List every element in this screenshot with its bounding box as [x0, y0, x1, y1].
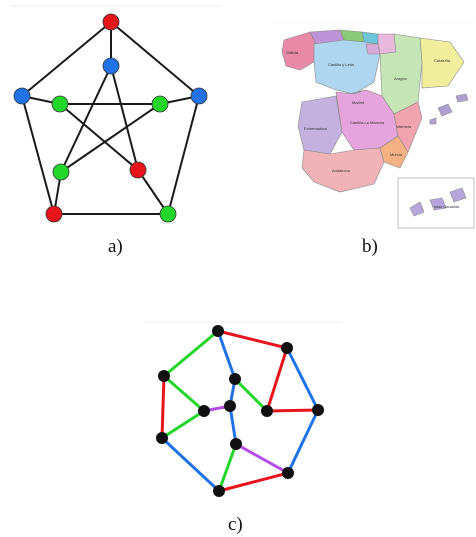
region-valencia	[393, 101, 423, 153]
edge-graph-edges	[160, 329, 320, 493]
svg-text:Valencia: Valencia	[396, 124, 412, 129]
colored-edge	[228, 405, 238, 445]
colored-edge	[233, 377, 269, 413]
colored-edge	[161, 409, 205, 440]
region-extremadura	[297, 95, 343, 155]
colored-edge	[266, 408, 319, 413]
petersen-edge	[137, 169, 169, 215]
svg-text:Castilla y León: Castilla y León	[328, 62, 354, 67]
colored-edge	[285, 347, 320, 411]
caption-c: c)	[228, 514, 243, 535]
region-canarias	[409, 187, 467, 217]
graph-vertex	[212, 325, 224, 337]
caption-a: a)	[108, 236, 123, 257]
petersen-edges	[21, 21, 200, 215]
graph-vertex	[261, 405, 273, 417]
petersen-edge	[59, 103, 139, 171]
petersen-vertex	[151, 95, 169, 113]
petersen-vertex	[13, 87, 31, 105]
petersen-vertex	[45, 205, 63, 223]
colored-edge	[163, 329, 219, 378]
graph-vertex	[281, 342, 293, 354]
graph-vertex	[229, 373, 241, 385]
graph-vertex	[198, 405, 210, 417]
region-andalucia	[301, 147, 385, 193]
svg-text:Madrid: Madrid	[352, 100, 364, 105]
svg-text:Murcia: Murcia	[390, 152, 403, 157]
petersen-vertex	[102, 13, 120, 31]
petersen-vertices	[13, 13, 208, 223]
graph-vertex	[156, 432, 168, 444]
svg-text:Extremadura: Extremadura	[304, 126, 328, 131]
petersen-vertex	[159, 205, 177, 223]
svg-text:Andalucía: Andalucía	[332, 168, 351, 173]
region-navarra	[377, 33, 397, 55]
colored-edge	[160, 436, 221, 493]
colored-edge	[217, 329, 288, 350]
petersen-edge	[21, 21, 112, 97]
petersen-vertex	[129, 161, 147, 179]
caption-b: b)	[362, 236, 378, 257]
colored-edge	[160, 375, 166, 439]
petersen-vertex	[51, 95, 69, 113]
colored-edge	[235, 442, 289, 475]
petersen-edge	[110, 65, 139, 171]
colored-edge	[216, 330, 237, 380]
svg-text:Galicia: Galicia	[286, 50, 299, 55]
spain-regions-map: Galicia Castilla y León Aragón Cataluña …	[270, 22, 475, 229]
petersen-edge	[21, 95, 55, 215]
colored-edge	[218, 471, 289, 493]
colored-edge	[286, 409, 320, 474]
petersen-edge	[110, 21, 200, 97]
svg-text:Islas Canarias: Islas Canarias	[434, 204, 459, 209]
colored-edge	[217, 443, 238, 492]
petersen-edge	[167, 95, 200, 215]
petersen-edge	[60, 103, 161, 173]
svg-text:Aragón: Aragón	[394, 76, 407, 81]
petersen-vertex	[102, 57, 120, 75]
petersen-vertex	[52, 163, 70, 181]
region-cataluna	[419, 37, 465, 89]
edge-colored-graph	[144, 321, 340, 497]
region-castilla-leon	[313, 39, 381, 95]
graph-vertex	[158, 370, 170, 382]
graph-vertex	[224, 400, 236, 412]
graph-vertex	[230, 438, 242, 450]
region-la-rioja	[365, 43, 381, 55]
region-baleares	[429, 93, 469, 125]
petersen-graph	[10, 5, 221, 223]
colored-edge	[163, 374, 205, 413]
svg-text:Castilla-La Mancha: Castilla-La Mancha	[350, 120, 385, 125]
petersen-vertex	[190, 87, 208, 105]
colored-edge	[265, 347, 289, 412]
edge-graph-vertices	[156, 325, 324, 497]
map-labels: Galicia Castilla y León Aragón Cataluña …	[286, 50, 459, 209]
graph-vertex	[312, 404, 324, 416]
graph-vertex	[213, 485, 225, 497]
svg-text:Cataluña: Cataluña	[434, 58, 451, 63]
graph-vertex	[282, 467, 294, 479]
petersen-edge	[60, 65, 112, 173]
